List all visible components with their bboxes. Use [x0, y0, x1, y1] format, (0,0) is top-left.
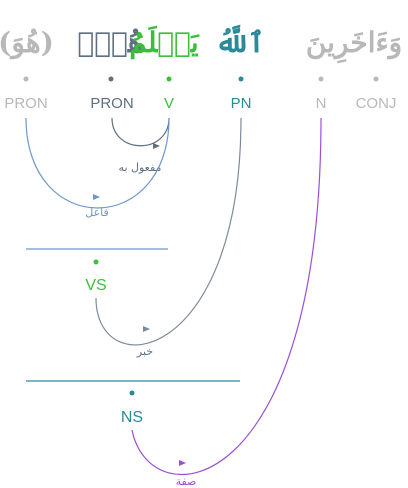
tag-ns: NS — [121, 409, 143, 426]
arc-subject — [25, 117, 170, 209]
dot-pron-2 — [108, 76, 114, 82]
tag-conj: CONJ — [356, 95, 397, 112]
tag-n: N — [316, 95, 327, 112]
label-adjective: صفة — [176, 475, 197, 488]
label-object: مفعول به — [119, 161, 162, 174]
arc-object — [111, 117, 170, 147]
tag-vs: VS — [85, 277, 106, 294]
label-subject: فاعل — [85, 206, 109, 219]
arc-adjective — [131, 117, 322, 476]
dot-ns — [129, 390, 135, 396]
dot-n — [318, 76, 324, 82]
word-allah: ٱللَّهُ — [215, 24, 264, 59]
dot-pron-1 — [23, 76, 29, 82]
arrow-object — [153, 143, 160, 149]
arc-predicate — [95, 117, 242, 346]
dot-conj — [373, 76, 379, 82]
tag-pron-2: PRON — [90, 95, 133, 112]
dot-v — [166, 76, 172, 82]
tag-v: V — [164, 95, 174, 112]
word-akharin: وَءَاخَرِينَ — [306, 26, 402, 64]
tag-pron-1: PRON — [4, 95, 47, 112]
dot-pn — [238, 76, 244, 82]
word-hum: هُمُۚ — [77, 26, 142, 59]
arrow-subject — [93, 194, 100, 200]
tag-pn: PN — [231, 95, 252, 112]
arrow-adjective — [179, 460, 186, 466]
label-predicate: خبر — [136, 345, 153, 358]
word-huwa: (هُوَ) — [0, 26, 54, 60]
word-yalamu: يَعۡلَمُ — [129, 25, 200, 60]
dot-vs — [93, 259, 99, 265]
arrow-predicate — [143, 326, 150, 332]
